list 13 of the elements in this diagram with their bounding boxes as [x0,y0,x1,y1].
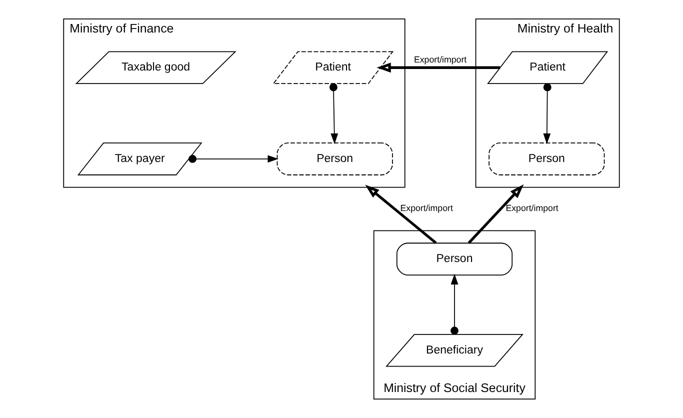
arrow [329,83,338,144]
arrow [376,62,500,73]
node-box: Person [396,242,513,276]
edge-label: Export/import [400,203,453,214]
arrow [365,184,437,244]
arrow [450,274,458,335]
edge-label: Export/import [506,203,558,214]
node-box: Person [488,142,605,176]
arrow [543,83,552,144]
edge-label: Export/import [414,54,467,64]
arrow [468,184,524,244]
arrow [188,154,278,163]
node-box: Person [276,142,393,176]
